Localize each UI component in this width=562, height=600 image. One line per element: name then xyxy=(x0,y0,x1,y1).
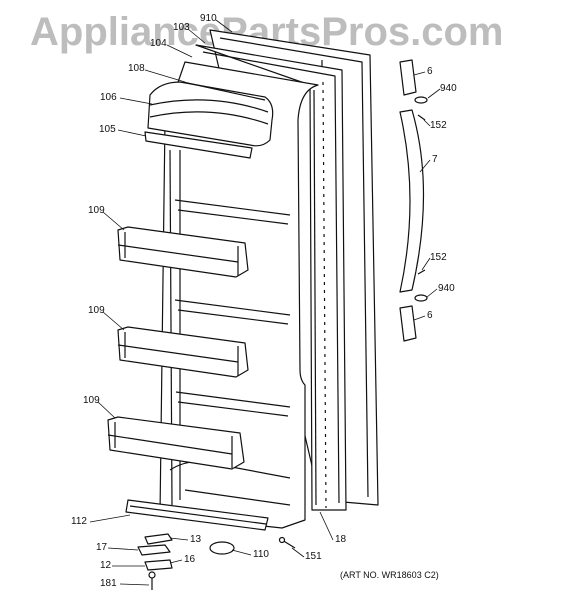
door-bin-1 xyxy=(117,226,249,278)
callout-940-bottom: 940 xyxy=(438,283,455,294)
leader-lines xyxy=(89,19,441,586)
callout-940-top: 940 xyxy=(440,83,457,94)
callout-181: 181 xyxy=(100,578,117,589)
callout-109-bottom: 109 xyxy=(83,395,100,406)
callout-16: 16 xyxy=(184,554,196,565)
dairy-rail xyxy=(144,131,253,159)
callout-108: 108 xyxy=(128,63,145,74)
door-gasket xyxy=(195,44,347,511)
callout-12: 12 xyxy=(100,560,112,571)
callout-18: 18 xyxy=(335,534,347,545)
callout-103: 103 xyxy=(173,22,190,33)
door-bin-2 xyxy=(117,326,249,378)
callout-112: 112 xyxy=(71,516,87,527)
callout-105: 105 xyxy=(99,124,116,135)
dairy-compartment xyxy=(147,81,274,147)
door-bin-3 xyxy=(107,416,245,470)
callout-151: 151 xyxy=(305,551,322,562)
callout-152-top: 152 xyxy=(430,120,447,131)
callout-109-top: 109 xyxy=(88,205,105,216)
hinge-parts xyxy=(137,533,173,590)
callout-104: 104 xyxy=(150,38,167,49)
callout-6-bottom: 6 xyxy=(427,310,433,321)
art-number: (ART NO. WR18603 C2) xyxy=(340,570,439,580)
callout-17: 17 xyxy=(96,542,108,553)
hinge-cover xyxy=(209,541,235,555)
callout-13: 13 xyxy=(190,534,202,545)
callout-7: 7 xyxy=(432,154,438,165)
callout-106: 106 xyxy=(100,92,117,103)
callout-109-middle: 109 xyxy=(88,305,105,316)
callout-152-bottom: 152 xyxy=(430,252,447,263)
callout-6-top: 6 xyxy=(427,66,433,77)
bottom-trim xyxy=(125,499,269,531)
screw xyxy=(278,536,296,549)
callout-110: 110 xyxy=(253,549,269,560)
handle-assembly xyxy=(399,59,428,342)
callout-910: 910 xyxy=(200,13,217,24)
